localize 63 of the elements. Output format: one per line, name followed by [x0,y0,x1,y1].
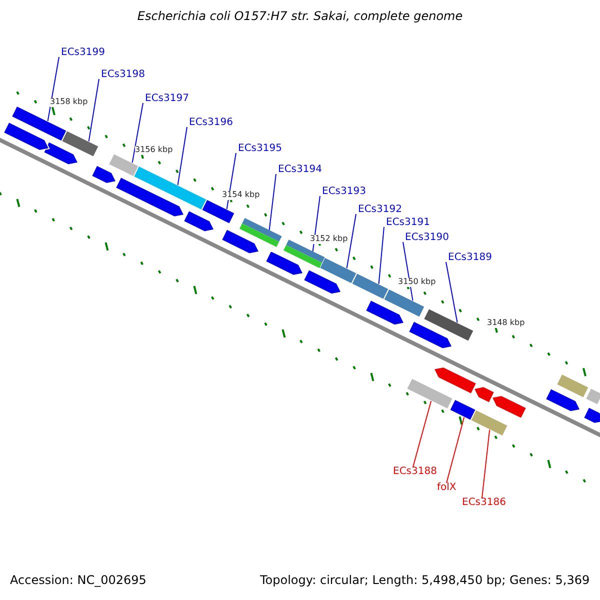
gene-label: folX [437,482,456,493]
gene-feature [114,176,185,218]
gene-feature [364,299,405,326]
gene-bar [584,387,600,406]
gene-feature [90,164,117,184]
leader-line [412,400,432,468]
gene-label: ECs3197 [145,93,189,104]
leader-line [402,242,414,302]
gene-bar [284,240,325,268]
gene-label: ECs3195 [238,143,282,154]
leader-line [482,429,490,498]
gene-bar [382,288,426,318]
gene-bar [240,218,282,247]
title: Escherichia coli O157:H7 str. Sakai, complete genome [136,10,464,24]
gene-feature [302,268,342,295]
gene-label: ECs3192 [358,204,402,215]
leader-line [177,126,188,186]
leader-line [312,196,320,252]
gene-feature [473,386,496,404]
gene-bar [448,398,477,422]
gene-label: ECs3191 [386,217,430,228]
gene-bar [108,152,140,178]
gene-bar [556,373,590,399]
leader-line [346,214,356,269]
leader-line [226,152,236,210]
scale-label: 3148 kbp [487,319,525,328]
gene-feature [182,210,215,232]
gene-feature [2,121,50,152]
leader-line [446,416,465,484]
gene-feature [433,366,478,395]
gene-feature [220,228,260,254]
gene-label: ECs3189 [448,252,492,263]
gene-bar [60,130,100,158]
scale-label: 3150 kbp [398,278,436,287]
scale-label: 3152 kbp [310,235,348,244]
gene-label: ECs3194 [278,164,322,175]
gene-label: ECs3186 [462,497,506,508]
gene-bar [406,378,454,410]
gene-label: ECs3196 [189,117,233,128]
gene-label: ECs3193 [322,186,366,197]
gene-label: ECs3198 [101,69,145,80]
leader-line [47,56,60,122]
gene-feature [408,320,453,350]
gene-bar [350,272,390,300]
gene-feature [582,406,600,424]
gene-feature [544,388,581,412]
leader-line [88,78,100,142]
scale-label: 3158 kbp [50,98,88,107]
gene-feature [42,141,79,166]
leader-line [378,226,384,284]
gene-label: ECs3199 [61,47,105,58]
gene-label: ECs3190 [405,232,449,243]
gene-feature [491,394,528,420]
gene-feature [264,250,304,276]
gene-label: ECs3188 [393,466,437,477]
genome-summary-text: Topology: circular; Length: 5,498,450 bp; Genes: 5,369 [260,574,590,588]
gene-bar [200,198,236,225]
gene-bar [422,308,474,342]
gene-bar [318,256,358,284]
scale-label: 3154 kbp [222,191,260,200]
accession-text: Accession: NC_002695 [10,574,146,588]
leader-line [132,102,144,164]
scale-label: 3156 kbp [135,146,173,155]
